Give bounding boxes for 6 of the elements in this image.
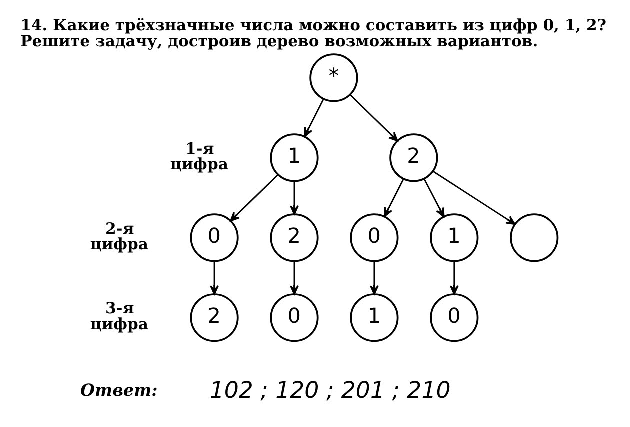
label: 102 ; 120 ; 201 ; 210 [210, 378, 451, 404]
label: 1-я цифра [170, 138, 228, 174]
label: Ответ: [80, 380, 158, 400]
label: 3-я цифра [90, 298, 148, 334]
diagram-title: 14. Какие трёхзначные числа можно составить из цифр 0, 1, 2? Решите задачу, достроив дерево возможных вариантов. [20, 16, 607, 50]
label: 2-я цифра [90, 218, 148, 254]
